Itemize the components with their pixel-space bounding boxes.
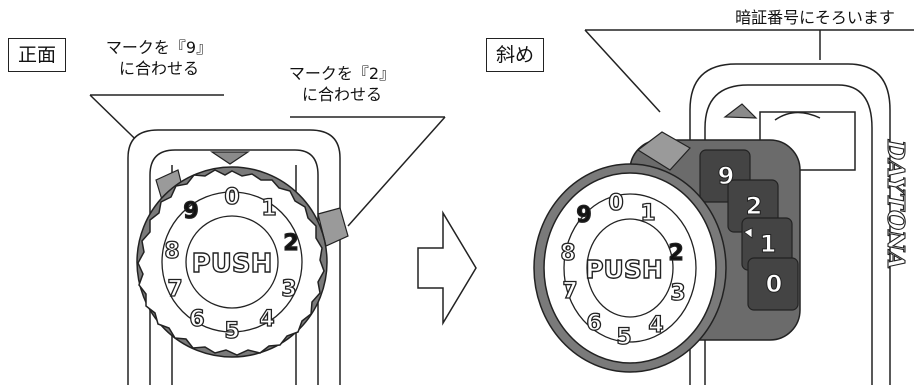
angled-digit-3: 3: [670, 281, 685, 306]
front-digit-9: 9: [183, 199, 198, 224]
callout-mark-9-line1: マークを『9』: [105, 38, 213, 57]
combo-wheel-3: 1: [760, 230, 777, 258]
front-digit-4: 4: [259, 307, 274, 332]
angled-digit-7: 7: [562, 279, 577, 304]
angled-digit-5: 5: [616, 325, 631, 350]
front-digit-1: 1: [261, 196, 276, 221]
combo-wheel-4: 0: [766, 270, 783, 298]
front-digit-6: 6: [189, 307, 204, 332]
callout-combo-leader: [584, 29, 661, 113]
angled-digit-4: 4: [648, 313, 663, 338]
front-push-button: PUSH: [192, 249, 273, 279]
front-digit-8: 8: [164, 239, 179, 264]
combo-wheel-2: 2: [746, 192, 763, 220]
angled-mark-pointer: [636, 131, 691, 171]
front-dial: 0 1 2 3 4 5 6 7 8 9 PUSH: [136, 166, 328, 358]
callout-mark-2-line2: に合わせる: [301, 85, 382, 104]
callout-mark-9: マークを『9』 に合わせる: [100, 37, 218, 79]
front-digit-7: 7: [167, 277, 182, 302]
angled-digit-9: 9: [576, 203, 591, 228]
angled-push-button: PUSH: [585, 255, 663, 284]
callout-combination: 暗証番号にそろいます: [735, 8, 895, 27]
callout-mark-2: マークを『2』 に合わせる: [282, 63, 402, 105]
front-view-label: 正面: [8, 38, 66, 72]
angled-digit-6: 6: [586, 311, 601, 336]
front-digit-3: 3: [281, 277, 296, 302]
angled-digit-2: 2: [668, 241, 683, 266]
callout-mark-9-line2: に合わせる: [118, 59, 199, 78]
angled-view-label: 斜め: [486, 38, 544, 72]
angled-digit-8: 8: [560, 241, 575, 266]
combo-wheel-1: 9: [718, 162, 735, 190]
front-digit-0: 0: [224, 185, 239, 210]
callout-2-leader: [347, 116, 446, 227]
callout-mark-2-line1: マークを『2』: [288, 64, 396, 83]
front-digit-5: 5: [224, 319, 239, 344]
angled-top-mark: [723, 103, 758, 119]
direction-arrow: [417, 210, 477, 326]
front-digit-2: 2: [283, 231, 298, 256]
angled-digit-1: 1: [640, 201, 655, 226]
front-top-mark: [210, 151, 250, 165]
angled-digit-0: 0: [608, 191, 623, 216]
angled-dial: 0 1 2 3 4 5 6 7 8 9 PUSH: [533, 163, 727, 373]
brand-logo: DAYTONA: [882, 139, 909, 269]
